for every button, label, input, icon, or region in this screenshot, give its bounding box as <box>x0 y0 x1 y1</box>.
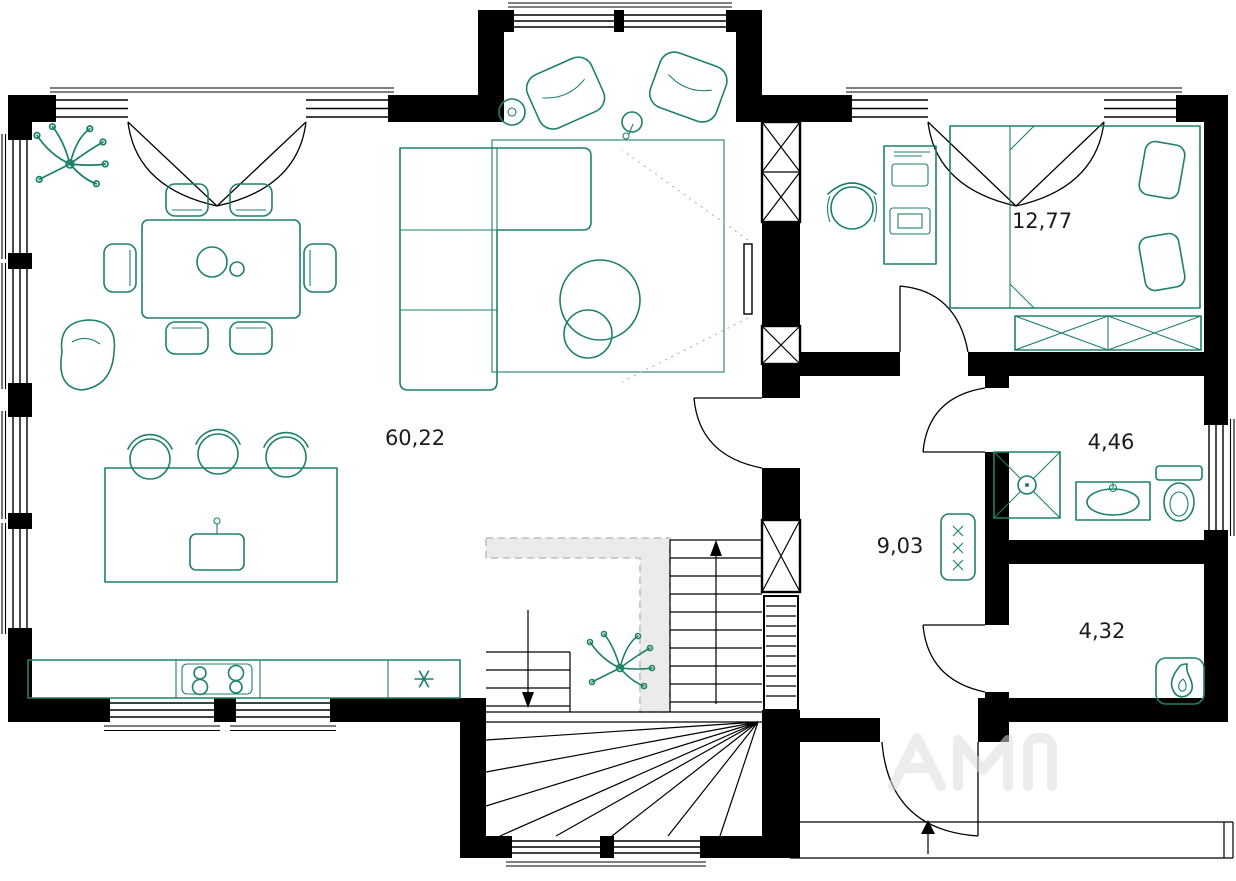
rug <box>491 139 725 373</box>
kitchen-island <box>104 467 338 583</box>
shower <box>993 451 1061 519</box>
door-bedroom <box>899 285 969 353</box>
side-table-2 <box>621 111 643 140</box>
stove <box>181 663 253 696</box>
porch-steps <box>789 742 1234 859</box>
room-label-utility: 4,32 <box>1079 619 1126 643</box>
door-living-hall <box>693 397 763 469</box>
french-door-left <box>127 121 307 207</box>
room-label-hallway: 9,03 <box>877 534 924 558</box>
entrance-arrow-icon <box>921 820 935 854</box>
room-label-bedroom: 12,77 <box>1012 209 1072 233</box>
room-labels: 60,22 12,77 9,03 4,46 4,32 <box>385 209 1134 643</box>
bar-stools <box>127 428 309 480</box>
coffee-table <box>559 259 641 359</box>
dishwasher-asterisk-icon <box>414 670 434 688</box>
dining-table <box>141 219 301 319</box>
dining-chairs <box>103 183 337 355</box>
plant-living <box>33 122 109 188</box>
stairs-up-arrow-icon <box>710 540 722 704</box>
desk-chair <box>826 182 878 230</box>
french-door-bedroom <box>927 121 1105 207</box>
room-label-living: 60,22 <box>385 426 445 450</box>
wardrobe <box>1014 315 1202 351</box>
side-table-1 <box>498 98 526 126</box>
beanbag-chair <box>60 319 116 391</box>
doors <box>127 121 1105 837</box>
tv-panel <box>743 243 753 315</box>
toilet <box>1155 465 1203 522</box>
door-utility-room <box>922 624 986 693</box>
stairs-down-arrow-icon <box>522 610 534 708</box>
room-label-bathroom: 4,46 <box>1088 430 1135 454</box>
armchair-2 <box>648 51 728 123</box>
kitchen-counter <box>27 659 461 699</box>
ventilation-shaft-mid <box>760 324 802 366</box>
desk <box>883 145 937 265</box>
ventilation-shaft-hall <box>760 518 802 594</box>
stairs <box>485 539 762 837</box>
electrical-panel <box>940 513 976 581</box>
radiator <box>763 595 799 711</box>
door-bathroom <box>922 387 986 453</box>
fireplace-icon <box>1155 657 1205 705</box>
corner-sofa <box>399 147 592 391</box>
tv-sightlines <box>621 149 749 383</box>
ventilation-shaft-top <box>760 120 802 224</box>
armchair-1 <box>525 56 606 130</box>
watermark <box>888 733 1057 791</box>
walls <box>8 10 1228 858</box>
bed <box>949 125 1201 309</box>
bathroom-sink <box>1075 481 1151 521</box>
